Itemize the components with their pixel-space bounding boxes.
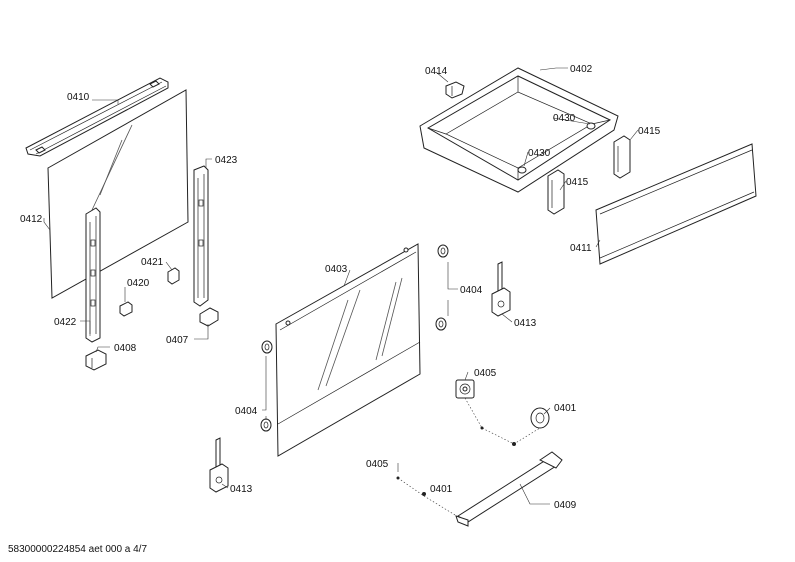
label-0413-upper: 0413 [514, 318, 537, 329]
bracket-0415-lower [547, 169, 565, 215]
label-0402: 0402 [570, 64, 593, 75]
clip-0414 [445, 81, 465, 99]
label-0411: 0411 [570, 243, 592, 254]
top-tray [419, 67, 619, 193]
label-0405-upper: 0405 [474, 368, 497, 379]
label-0420: 0420 [127, 278, 150, 289]
label-0414: 0414 [425, 66, 448, 77]
label-0412: 0412 [20, 214, 43, 225]
handle-knob-0401 [530, 407, 550, 429]
bumper-0404-right-top [437, 244, 449, 258]
document-id: 58300000224854 aet 000 a 4/7 [8, 544, 147, 555]
bracket-0408 [85, 349, 107, 371]
label-0415-upper: 0415 [638, 126, 661, 137]
right-side-rail [193, 165, 209, 307]
label-0422: 0422 [54, 317, 77, 328]
label-0409: 0409 [554, 500, 577, 511]
handle-cap-0405 [455, 379, 475, 399]
label-0430-upper: 0430 [553, 113, 576, 124]
label-0413-lower: 0413 [230, 484, 253, 495]
clip-0421 [167, 267, 180, 285]
label-0404-lower: 0404 [235, 406, 258, 417]
label-0404-upper: 0404 [460, 285, 483, 296]
hinge-0413-left [209, 437, 229, 493]
bumper-0404-right-bottom [435, 317, 447, 331]
bracket-0407 [199, 307, 219, 327]
label-0401-upper: 0401 [554, 403, 577, 414]
label-0415-lower: 0415 [566, 177, 589, 188]
top-trim-strip [25, 77, 169, 157]
screw-0405-lower [396, 476, 400, 480]
screw-0401-lower [422, 492, 426, 496]
part-labels: 0410 0412 0422 0408 0420 0421 0423 0407 … [20, 64, 661, 511]
label-0421: 0421 [141, 257, 164, 268]
front-panel [595, 143, 757, 265]
bumper-0404-left-top [261, 340, 273, 354]
inner-glass-panel [47, 89, 189, 299]
screw-0405-upper [480, 426, 484, 430]
hinge-0413-right [491, 261, 511, 317]
label-0407: 0407 [166, 335, 189, 346]
screw-0401-upper [512, 442, 516, 446]
label-0410: 0410 [67, 92, 90, 103]
left-side-rail [85, 207, 101, 343]
label-0403: 0403 [325, 264, 348, 275]
outer-door-glass [275, 243, 421, 457]
bracket-0415-upper [613, 135, 631, 179]
label-0405-lower: 0405 [366, 459, 389, 470]
clip-0420 [119, 301, 133, 317]
label-0401-lower: 0401 [430, 484, 453, 495]
label-0408: 0408 [114, 343, 137, 354]
label-0423: 0423 [215, 155, 238, 166]
door-handle [455, 451, 563, 527]
bumper-0404-left-bottom [260, 418, 272, 432]
leader-lines [43, 67, 639, 505]
label-0430-lower: 0430 [528, 148, 551, 159]
